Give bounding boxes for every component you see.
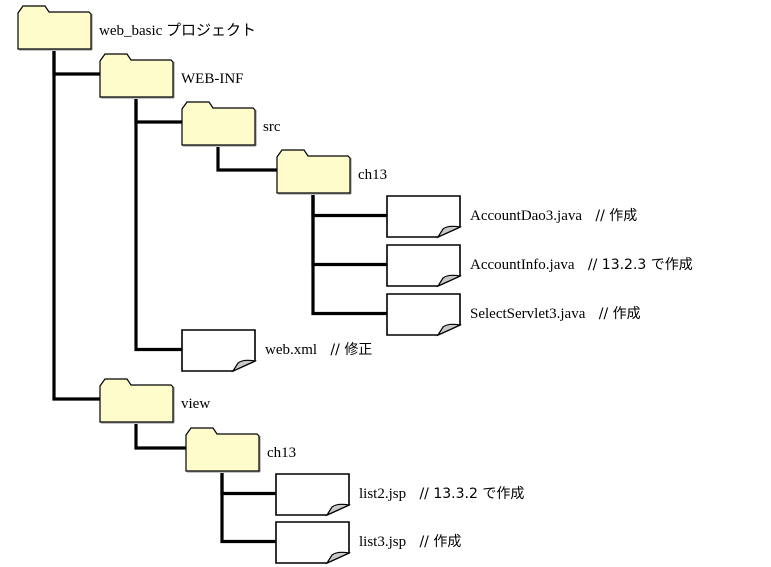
folder-icon (17, 5, 93, 51)
connector-line (311, 195, 387, 218)
node-name: SelectServlet3.java (470, 305, 586, 322)
node-name: list2.jsp (359, 485, 407, 502)
file-label: list3.jsp // 作成 (359, 533, 462, 550)
node-name: ch13 (267, 445, 297, 461)
connector-line (216, 147, 277, 172)
folder-icon (276, 149, 352, 195)
connector-line (134, 424, 186, 450)
node-name: ch13 (358, 167, 388, 183)
node-comment: // 修正 (317, 341, 373, 358)
folder-label: ch13 (267, 446, 296, 461)
node-comment: // 13.2.3 で作成 (574, 256, 693, 273)
folder-icon (99, 53, 175, 99)
node-name: AccountInfo.java (470, 256, 575, 273)
node-comment: // 作成 (585, 305, 641, 322)
folder-label: src (263, 120, 281, 135)
node-icons (17, 5, 463, 565)
connector-line (134, 99, 182, 352)
file-label: AccountInfo.java // 13.2.3 で作成 (470, 256, 693, 273)
folder-icon (99, 378, 175, 424)
file-icon (181, 329, 258, 373)
node-name: AccountDao3.java (470, 207, 583, 224)
connector-lines (52, 51, 387, 544)
file-icon (386, 244, 463, 288)
node-comment: // 作成 (406, 533, 462, 550)
node-name: web.xml (265, 341, 318, 358)
file-label: web.xml // 修正 (265, 341, 373, 358)
folder-label: web_basic プロジェクト (99, 24, 256, 39)
node-name: src (263, 119, 281, 135)
folder-label: WEB-INF (181, 72, 244, 87)
folder-icon (185, 427, 261, 473)
connector-line (311, 195, 387, 316)
connector-line (311, 195, 387, 267)
node-name: web_basic プロジェクト (99, 23, 257, 39)
connector-line (134, 99, 182, 124)
folder-label: view (181, 397, 210, 412)
file-label: AccountDao3.java // 作成 (470, 207, 638, 224)
connector-line (52, 51, 100, 401)
folder-icon (181, 101, 257, 147)
node-name: list3.jsp (359, 533, 407, 550)
file-label: SelectServlet3.java // 作成 (470, 305, 641, 322)
node-name: WEB-INF (181, 71, 244, 87)
file-icon (386, 293, 463, 337)
node-name: view (181, 396, 211, 412)
file-icon (386, 195, 463, 239)
file-icon (275, 473, 352, 517)
folder-label: ch13 (358, 168, 387, 183)
connector-line (220, 473, 276, 496)
connector-line (52, 51, 100, 76)
node-comment: // 作成 (582, 207, 638, 224)
node-comment: // 13.3.2 で作成 (406, 485, 525, 502)
file-icon (275, 521, 352, 565)
file-label: list2.jsp // 13.3.2 で作成 (359, 485, 525, 502)
connector-line (220, 473, 276, 544)
